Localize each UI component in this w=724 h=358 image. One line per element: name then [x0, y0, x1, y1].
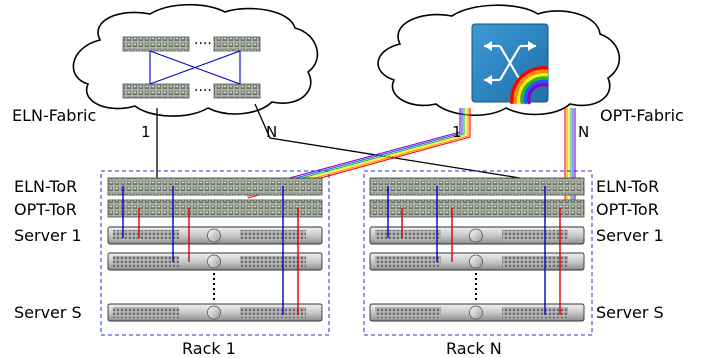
- network-switch-icon: [122, 36, 190, 52]
- opt-fabric-label: OPT-Fabric: [600, 106, 684, 125]
- rack-server-icon: [369, 303, 585, 322]
- rack-n-opt-tor: [369, 199, 585, 218]
- rack-1-eln-links: [122, 186, 284, 315]
- rack-1-server-first-label: Server 1: [14, 226, 82, 245]
- rack-1-opt-tor-label: OPT-ToR: [14, 200, 77, 219]
- eln-fabric-switches: ···· ····: [122, 36, 261, 99]
- eln-uplink-first-label: 1: [141, 123, 151, 141]
- rack-1-border: [100, 170, 330, 336]
- eln-fabric-cloud: [72, 3, 319, 117]
- rack-n-server-last-label: Server S: [596, 303, 664, 322]
- eln-uplinks: [156, 103, 521, 179]
- rack-n-eln-tor: [369, 177, 585, 196]
- eln-uplink-last-label: N: [266, 123, 277, 141]
- eln-fabric-label: ELN-Fabric: [12, 106, 96, 125]
- rack-server-icon: [107, 252, 323, 271]
- rack-n-opt-tor-label: OPT-ToR: [596, 200, 659, 219]
- rack-1-eln-tor-label: ELN-ToR: [14, 177, 77, 196]
- rack-n-border: [363, 170, 593, 336]
- network-switch-icon: [213, 83, 261, 99]
- optical-crossbar-icon: [471, 23, 549, 105]
- rack-1-opt-tor: [107, 199, 323, 218]
- network-switch-icon: [213, 36, 261, 52]
- network-switch-icon: [122, 83, 190, 99]
- rack-1-opt-links: [138, 208, 299, 315]
- rack-n-server-first-label: Server 1: [596, 226, 664, 245]
- rack-server-icon: [369, 252, 585, 271]
- rack-1: ELN-ToR OPT-ToR Server 1 Server S Rack 1: [14, 170, 330, 358]
- rack-n-opt-links: [401, 208, 561, 315]
- ellipsis-top: ····: [194, 36, 212, 52]
- rack-1-name: Rack 1: [182, 339, 236, 358]
- rack-n-eln-links: [387, 186, 546, 315]
- opt-uplink-first-label: 1: [452, 123, 462, 141]
- rack-server-icon: [369, 226, 585, 245]
- rack-n-eln-tor-label: ELN-ToR: [596, 177, 659, 196]
- rack-n: ELN-ToR OPT-ToR Server 1 Server S Rack N: [363, 170, 664, 358]
- ellipsis-bottom: ····: [194, 83, 212, 99]
- rack-server-icon: [107, 226, 323, 245]
- opt-uplink-last-label: N: [578, 123, 589, 141]
- rack-1-eln-tor: [107, 177, 323, 196]
- rack-server-icon: [107, 303, 323, 322]
- rack-n-name: Rack N: [446, 339, 502, 358]
- rack-1-server-last-label: Server S: [14, 303, 82, 322]
